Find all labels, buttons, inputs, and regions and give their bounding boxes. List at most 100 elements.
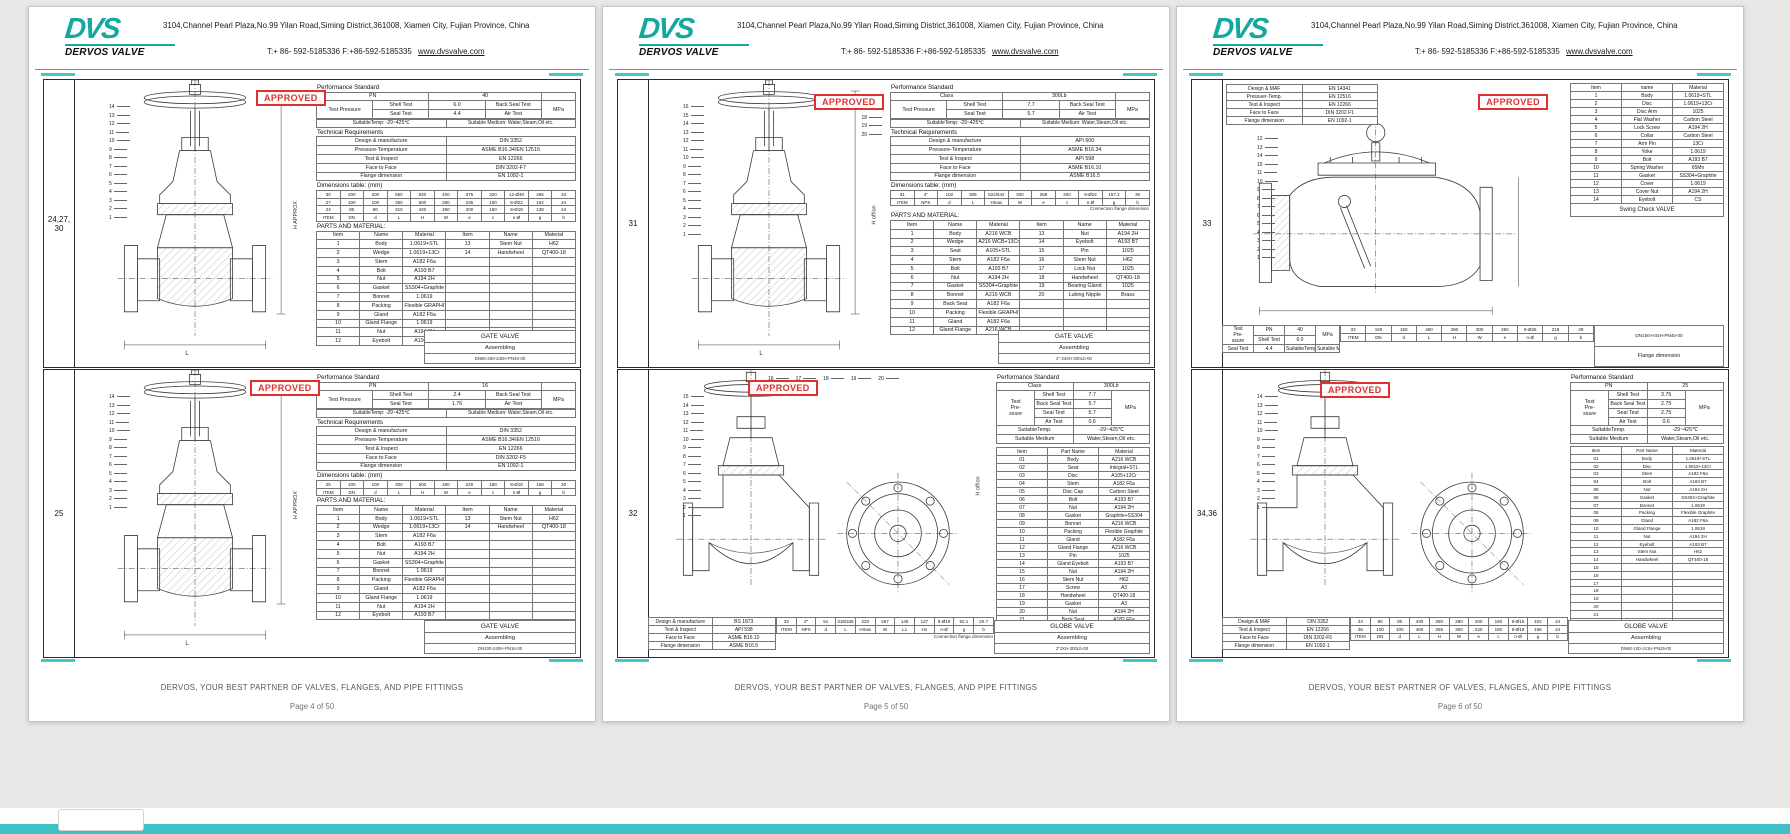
drawing-number: DN80-100-J41H-PN25-00 [1569, 643, 1723, 653]
cell: Disc Cap [1047, 487, 1099, 497]
cell [488, 256, 533, 267]
cell: Material [1105, 219, 1151, 230]
catalog-item-number: 32 [618, 370, 649, 657]
cell: 13 [996, 551, 1048, 561]
cell: 19 [1019, 281, 1064, 292]
catalog-item-number: 34,36 [1192, 370, 1223, 657]
cell [488, 584, 533, 594]
cell [445, 283, 490, 294]
cell: A216 WCB [976, 290, 1021, 301]
callout-number: 10 [109, 428, 130, 434]
cell: 10 [315, 592, 361, 603]
cell: d [363, 213, 388, 223]
cell: 820 [410, 189, 435, 199]
cell: Gasket [359, 557, 404, 568]
cell: Yoke [1621, 147, 1673, 156]
dims-title: Dimensions table: (mm) [891, 182, 957, 190]
cell: 01 [996, 455, 1048, 465]
cell: 13 [445, 513, 490, 524]
cell: Name [933, 219, 978, 230]
cell: 24 [1547, 624, 1568, 634]
website-link[interactable]: www.dvsvalve.com [1565, 47, 1633, 56]
page-header: DVS DERVOS VALVE 3104,Channel Pearl Plaz… [1183, 13, 1737, 70]
cell [531, 557, 577, 568]
cell: 550 [386, 189, 412, 199]
cell [445, 584, 490, 594]
cell: Item [889, 219, 935, 230]
callout-number: 5 [109, 471, 130, 477]
cell: Gland Flange [359, 318, 404, 329]
cell: 11 [1570, 171, 1622, 180]
cell: Flange dimension [316, 461, 447, 472]
callout-number: 5 [1257, 471, 1278, 477]
cell: 5 [315, 548, 361, 559]
cell: DIN 3352 [445, 136, 576, 147]
callout-number: 4 [683, 206, 704, 212]
cell: Face to Face [648, 633, 713, 642]
cell: 20.7 [973, 617, 994, 626]
cell: Test & Inspect [316, 153, 447, 164]
cell: 11 [889, 316, 935, 327]
website-link[interactable]: www.dvsvalve.com [417, 47, 485, 56]
cell: DIN 3202-F5 [1285, 633, 1350, 642]
cell: 32 [776, 617, 797, 626]
cell: L1 [894, 624, 916, 634]
cell: 08 [1570, 508, 1622, 518]
cell [445, 575, 490, 586]
cell: 8-Ø22 [1078, 189, 1103, 199]
cell: Material [531, 230, 577, 241]
cell: Wedge [359, 248, 404, 258]
cell: 250 [433, 205, 459, 215]
bottom-left-widget [58, 809, 144, 831]
callout-number: 14 [1257, 394, 1278, 400]
cell: 157.2 [1101, 189, 1127, 199]
cell: QT400-18 [1105, 272, 1151, 283]
cell: 51 [815, 617, 837, 626]
website-link[interactable]: www.dvsvalve.com [991, 47, 1059, 56]
cell: Gasket [933, 281, 978, 292]
cell: 375 [457, 189, 482, 199]
cell: 25 [316, 479, 341, 489]
cell: 11 [315, 601, 361, 612]
company-address: 3104,Channel Pearl Plaza,No.99 Yilan Roa… [737, 21, 1104, 30]
cell [1621, 609, 1673, 619]
cell: EN 12266 [445, 153, 576, 164]
callout-number: 14 [109, 394, 130, 400]
teal-tick [1697, 659, 1731, 662]
cell: Bearing Gland [1062, 281, 1107, 292]
cell [488, 318, 533, 329]
cell: 1.0619+13Cr [1672, 99, 1724, 108]
cell: 04 [1570, 477, 1622, 487]
cell: 13Cr [1672, 139, 1724, 148]
callout-number: 6 [1257, 462, 1278, 468]
callout-number: 15 [1257, 162, 1278, 168]
cell [445, 274, 490, 285]
cell: 7 [315, 292, 361, 302]
callout-number: 13 [109, 113, 130, 119]
callout-number: 7 [683, 181, 704, 187]
callout-number: 3 [1257, 238, 1278, 244]
suitability-table: SuitableTemp: -29~425℃ Suitable Medium: … [890, 118, 1150, 128]
callout-number: 5 [109, 181, 130, 187]
cell: H62 [531, 513, 577, 524]
callout-number: 16 [768, 376, 789, 382]
cell: Disc [1621, 461, 1673, 471]
cell: 17 [1019, 263, 1064, 274]
cell: Item [445, 504, 490, 515]
cell: c [480, 213, 506, 223]
cell: 9 [889, 299, 935, 309]
callout-number: 8 [1257, 196, 1278, 202]
cell: H [410, 487, 435, 497]
cell: A193 B7 [1098, 495, 1150, 505]
cell: DIN 3352 [445, 426, 576, 437]
cell [531, 610, 577, 621]
